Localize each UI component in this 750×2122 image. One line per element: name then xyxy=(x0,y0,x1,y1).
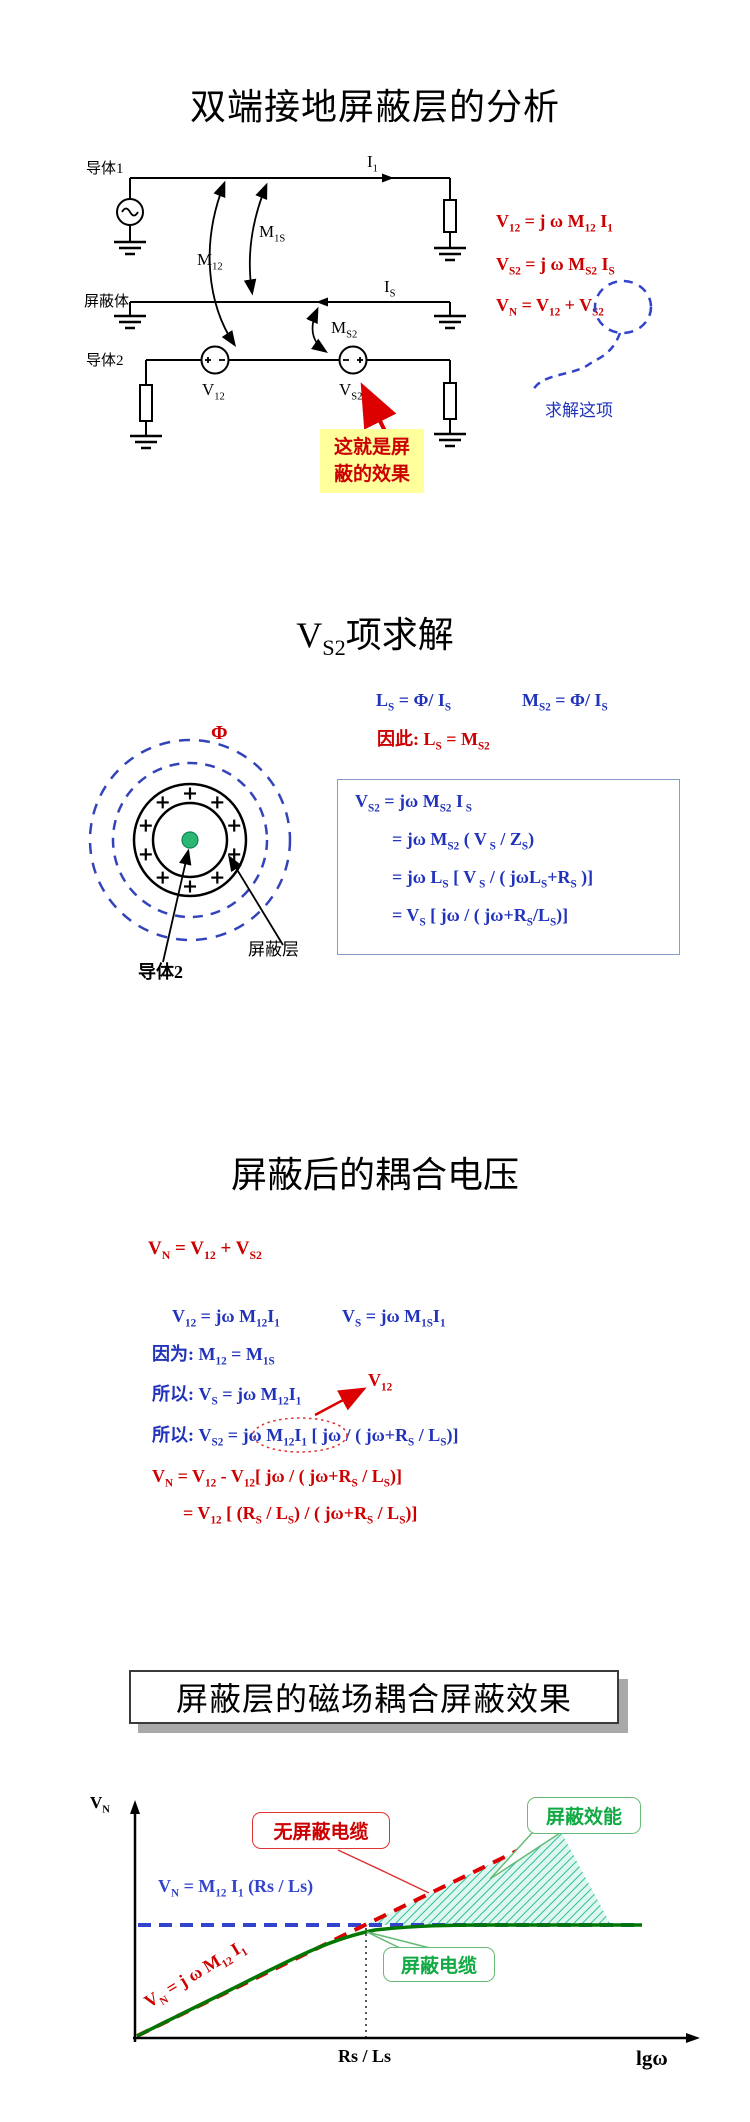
s3-f-v12: V12 = jω M12I1 xyxy=(172,1306,280,1330)
x-axis-arrowhead xyxy=(686,2033,700,2043)
v12-source-icon xyxy=(200,345,230,375)
s3-f-so2: 所以: VS2 = jω M12I1 [ jω / ( jω+RS / LS)] xyxy=(152,1421,459,1449)
shield-layer-pointer xyxy=(228,854,284,946)
y-axis-label: VN xyxy=(90,1793,110,1816)
chart-axes xyxy=(133,1810,690,2042)
highlight-note: 这就是屏蔽的效果 xyxy=(320,429,424,493)
s2-box-line4: = VS [ jω / ( jω+RS/LS)] xyxy=(392,905,569,929)
flux-lines xyxy=(88,738,292,942)
conductor2-wire xyxy=(145,359,451,436)
conductor1-label: 导体1 xyxy=(86,161,124,177)
asymptote-formula: VN = M12 I1 (Rs / Ls) xyxy=(158,1876,314,1900)
v12-source-label: V12 xyxy=(202,380,225,403)
ac-source-icon xyxy=(116,198,144,226)
s1-formula-vs2: VS2 = j ω MS2 IS xyxy=(496,254,615,278)
mutual-coupling-arrows xyxy=(208,180,328,354)
resistor2-right xyxy=(443,382,457,420)
s2-box-line2: = jω MS2 ( V S / ZS) xyxy=(392,829,535,853)
s3-f-so2-prefix: 所以: VS2 = xyxy=(152,1425,243,1449)
s2-formula-ls: LS = Φ/ IS xyxy=(376,690,452,714)
s1-formula-v12: V12 = j ω M12 I1 xyxy=(496,211,613,235)
s3-f-so2-circled: jω M12I1 xyxy=(242,1425,307,1449)
unshielded-leader xyxy=(337,1849,430,1894)
s1-formula-vn-circled: VS2 xyxy=(579,295,604,319)
shield-current-label: IS xyxy=(384,277,396,300)
s3-f-vs: VS = jω M1SI1 xyxy=(342,1306,446,1330)
slide2-title: VS2项求解 xyxy=(296,615,454,661)
shielding-effect-area xyxy=(366,1830,611,1925)
x-axis-label: lgω xyxy=(636,2046,668,2070)
phi-label: Φ xyxy=(211,722,228,744)
s3-f-vn2: VN = V12 - V12[ jω / ( jω+RS / LS)] xyxy=(152,1466,402,1490)
s3-f-so1: 所以: VS = jω M12I1 xyxy=(152,1384,302,1408)
highlight-arrow xyxy=(360,382,397,432)
slide4-title: 屏蔽层的磁场耦合屏蔽效果 xyxy=(175,1681,572,1717)
s3-f-vn: VN = V12 + VS2 xyxy=(148,1238,262,1262)
s3-v12-callout: V12 xyxy=(368,1370,393,1394)
shielded-callout: 屏蔽电缆 xyxy=(383,1947,495,1982)
ms2-label: MS2 xyxy=(331,318,358,341)
conductor1-wire xyxy=(129,177,451,248)
ac-sine-icon xyxy=(121,207,139,217)
s2-shield-layer-label: 屏蔽层 xyxy=(248,940,299,959)
se-leader xyxy=(489,1832,563,1880)
shielded-callout-label: 屏蔽电缆 xyxy=(400,1956,477,1977)
s3-f-vn3: = V12 [ (RS / LS) / ( jω+RS / LS)] xyxy=(183,1503,418,1527)
s2-derivation-box xyxy=(337,779,680,955)
s2-box-line1: VS2 = jω MS2 I S xyxy=(355,791,473,815)
y-axis-arrowhead xyxy=(130,1800,140,1814)
conductor2-dot xyxy=(181,831,199,849)
shield-wire xyxy=(129,301,451,316)
current1-arrowhead xyxy=(382,173,394,183)
x-tick-label: Rs / Ls xyxy=(338,2046,392,2066)
s2-conductor2-label: 导体2 xyxy=(138,962,183,982)
s2-conclusion: 因此: LS = MS2 xyxy=(377,729,490,753)
m12-label: M12 xyxy=(197,250,223,273)
resistor2-left xyxy=(139,384,153,422)
curve-formula: VN = j ω M12 I1 xyxy=(140,1938,251,2012)
shield-ring xyxy=(132,782,248,898)
current1-label: I1 xyxy=(367,152,378,175)
se-callout-label: 屏蔽效能 xyxy=(545,1807,622,1828)
conductor2-label: 导体2 xyxy=(86,353,124,369)
slide4-title-box: 屏蔽层的磁场耦合屏蔽效果 xyxy=(129,1670,619,1724)
unshielded-callout-label: 无屏蔽电缆 xyxy=(273,1822,369,1843)
slide3-title: 屏蔽后的耦合电压 xyxy=(230,1155,519,1195)
shield-cross-section-diagram xyxy=(88,738,292,963)
unshielded-curve xyxy=(136,1828,561,2038)
s1-formula-vn: VN = V12 + VS2 xyxy=(496,295,604,319)
shield-current-arrowhead xyxy=(316,297,328,307)
vs2-source-icon xyxy=(338,345,368,375)
s1-formula-vn-prefix: VN = V12 + xyxy=(496,295,580,319)
unshielded-callout: 无屏蔽电缆 xyxy=(252,1812,390,1849)
s3-f-so2-suffix: [ jω / ( jω+RS / LS)] xyxy=(311,1425,459,1449)
se-callout: 屏蔽效能 xyxy=(527,1797,641,1834)
solve-note: 求解这项 xyxy=(545,401,613,420)
s2-formula-ms2: MS2 = Φ/ IS xyxy=(522,690,608,714)
shield-label: 屏蔽体 xyxy=(84,294,130,310)
vs2-source-label: VS2 xyxy=(339,380,363,403)
s2-box-line3: = jω LS [ V S / ( jωLS+RS )] xyxy=(392,867,594,891)
m1s-label: M1S xyxy=(259,222,286,245)
shielded-leader xyxy=(366,1931,431,1949)
s3-f-because: 因为: M12 = M1S xyxy=(152,1344,275,1368)
slide1-title: 双端接地屏蔽层的分析 xyxy=(189,87,560,127)
conductor2-pointer xyxy=(162,848,192,963)
resistor1 xyxy=(443,199,457,233)
charge-plus-signs xyxy=(139,787,241,893)
